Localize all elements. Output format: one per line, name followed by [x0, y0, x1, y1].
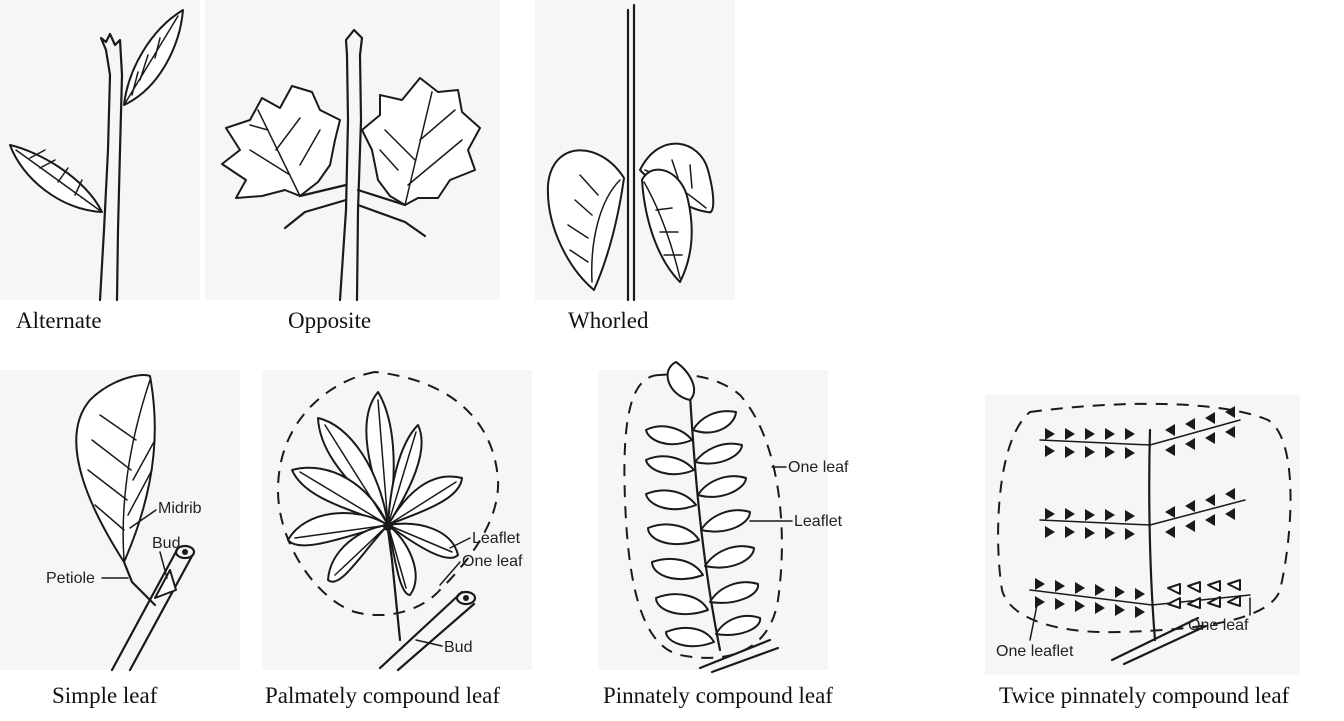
caption-whorled: Whorled — [568, 308, 648, 334]
opposite-drawing — [205, 0, 500, 300]
caption-twice-pinnate-leaf: Twice pinnately compound leaf — [999, 683, 1289, 709]
palmate-leaf-drawing — [262, 370, 532, 670]
label-bud-palmate: Bud — [444, 639, 472, 656]
label-one-leaf-twice: One leaf — [1188, 617, 1249, 634]
simple-leaf-drawing — [0, 370, 240, 670]
caption-simple-leaf: Simple leaf — [52, 683, 157, 709]
label-midrib: Midrib — [158, 500, 202, 517]
twice-pinnate-leaf-drawing — [985, 395, 1300, 675]
label-one-leaf-palmate: One leaf — [462, 553, 523, 570]
caption-opposite: Opposite — [288, 308, 371, 334]
caption-alternate: Alternate — [16, 308, 102, 334]
label-bud-simple: Bud — [152, 535, 180, 552]
label-one-leaflet: One leaflet — [996, 643, 1074, 660]
whorled-drawing — [535, 0, 735, 300]
label-petiole: Petiole — [46, 570, 95, 587]
caption-pinnate-leaf: Pinnately compound leaf — [603, 683, 833, 709]
label-leaflet-palmate: Leaflet — [472, 530, 521, 547]
label-leaflet-pinnate: Leaflet — [794, 513, 843, 530]
alternate-drawing — [0, 0, 200, 300]
caption-palmate-leaf: Palmately compound leaf — [265, 683, 500, 709]
label-one-leaf-pinnate: One leaf — [788, 459, 849, 476]
